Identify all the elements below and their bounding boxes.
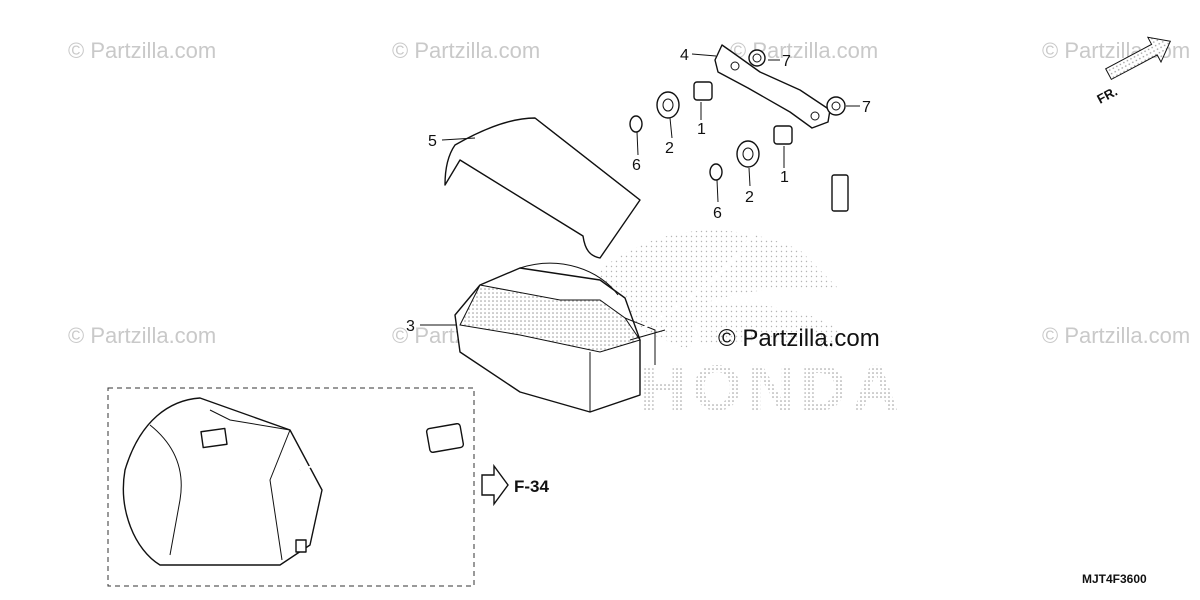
callout-7a: 7 — [782, 53, 791, 70]
watermark-text: © Partzilla.com — [68, 38, 216, 63]
front-direction-arrow — [1105, 36, 1172, 81]
watermark-text: © Partzilla.com — [68, 323, 216, 348]
wire-harness — [639, 174, 849, 332]
part-4-bracket — [714, 44, 831, 129]
callout-6b: 6 — [713, 205, 722, 222]
honda-wing-logo — [600, 230, 840, 350]
mount-hardware-upper — [629, 81, 713, 133]
honda-brand-text: HONDA — [640, 352, 905, 424]
callout-7b: 7 — [862, 99, 871, 116]
front-direction-label: FR. — [1094, 84, 1120, 107]
part-7-nuts — [748, 49, 846, 116]
callout-labels: 5 3 4 7 7 1 2 6 1 2 6 — [406, 47, 871, 335]
mount-hardware-lower — [709, 125, 793, 181]
leader-lines — [420, 53, 860, 326]
callout-1a: 1 — [697, 121, 706, 138]
watermark-layer: © Partzilla.com © Partzilla.com © Partzi… — [68, 38, 1190, 352]
callout-2b: 2 — [745, 189, 754, 206]
reference-arrow — [481, 463, 509, 507]
watermark-text: © Partzilla.com — [1042, 323, 1190, 348]
reference-label: F-34 — [514, 477, 550, 496]
watermark-main-text: © Partzilla.com — [718, 325, 880, 352]
assembly-box — [107, 387, 475, 587]
part-5-lens-cover — [444, 117, 641, 259]
callout-1b: 1 — [780, 169, 789, 186]
watermark-text: © Partzilla.com — [392, 38, 540, 63]
callout-6a: 6 — [632, 157, 641, 174]
callout-2a: 2 — [665, 140, 674, 157]
callout-5: 5 — [428, 133, 437, 150]
callout-3: 3 — [406, 318, 415, 335]
diagram-code: MJT4F3600 — [1082, 572, 1147, 586]
part-3-tail-lamp — [454, 262, 666, 413]
callout-4: 4 — [680, 47, 689, 64]
